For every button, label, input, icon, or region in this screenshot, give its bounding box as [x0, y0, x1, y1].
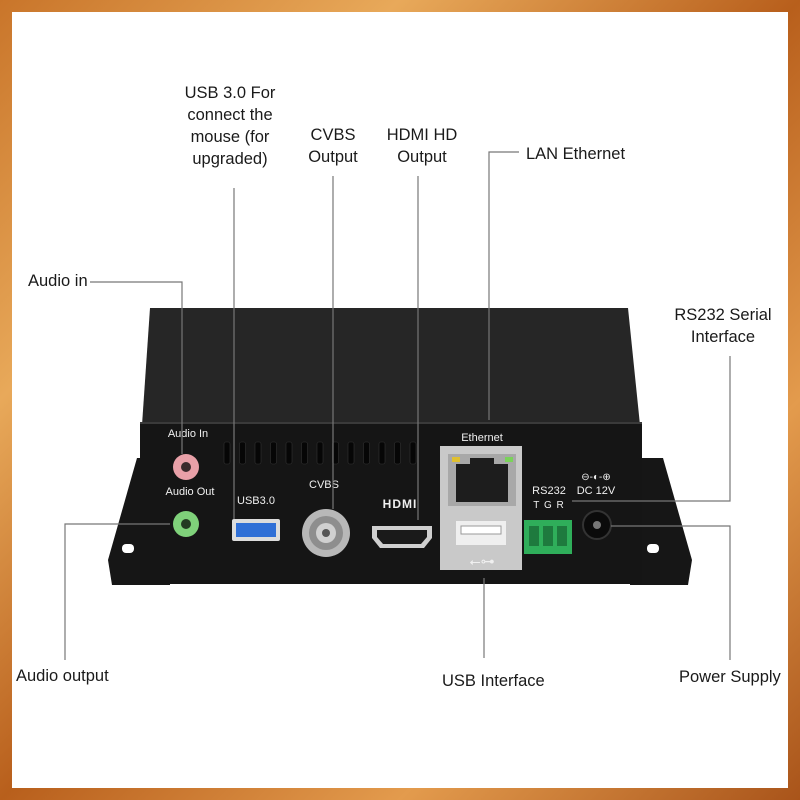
dc-label: DC 12V — [577, 485, 616, 497]
dc-polarity-icon: ⊖-◐-⊕ — [581, 472, 610, 483]
left-mounting-hole — [122, 544, 134, 553]
cvbs-callout: CVBS Output — [288, 124, 378, 168]
audio-output-callout: Audio output — [16, 667, 109, 685]
audio-in-callout: Audio in — [28, 272, 88, 290]
rs232-callout: RS232 Serial Interface — [668, 304, 778, 348]
power-supply-callout: Power Supply — [679, 668, 781, 686]
vent-slot — [239, 441, 246, 465]
usb3-label: USB3.0 — [237, 495, 275, 507]
usb3-callout-line: mouse (for — [190, 128, 270, 146]
vent-slot — [301, 441, 308, 465]
cvbs-callout-line: CVBS — [310, 126, 356, 144]
hdmi-callout: HDMI HD Output — [372, 124, 472, 168]
usb-interface-callout: USB Interface — [442, 672, 545, 690]
vent-slot — [409, 441, 417, 465]
ethernet-label: Ethernet — [461, 432, 503, 444]
cvbs-label: CVBS — [309, 479, 339, 491]
right-mounting-hole — [647, 544, 659, 553]
vent-slot — [347, 441, 355, 465]
usb3-callout-line: connect the — [187, 106, 273, 124]
tgr-label: T G R — [533, 500, 564, 511]
rs232-callout-line: RS232 Serial — [674, 306, 772, 324]
ventilation-slots — [223, 441, 417, 465]
ethernet-led-right — [505, 457, 513, 462]
usb3-callout-line: upgraded) — [192, 150, 268, 168]
audio-in-label: Audio In — [168, 428, 208, 440]
rs232-label: RS232 — [532, 485, 566, 497]
vent-slot — [285, 441, 293, 465]
ethernet-led-left — [452, 457, 460, 462]
vent-slot — [254, 441, 262, 465]
hdmi-callout-line: HDMI HD — [386, 126, 458, 144]
leader-lines — [64, 151, 731, 660]
hdmi-callout-line: Output — [397, 148, 447, 166]
device-top-lid — [142, 308, 640, 425]
vent-slot — [223, 441, 231, 465]
device-front-panel — [140, 422, 642, 584]
usb3-callout: USB 3.0 For connect the mouse (for upgra… — [160, 82, 300, 170]
usb-symbol-icon: ⭠⊶ — [469, 553, 494, 569]
usb3-callout-line: USB 3.0 For — [184, 84, 276, 102]
hdmi-logo: HDMI — [383, 497, 418, 511]
vent-slot — [363, 441, 370, 465]
vent-slot — [394, 441, 401, 465]
cvbs-callout-line: Output — [308, 148, 358, 166]
rs232-callout-line: Interface — [690, 328, 756, 346]
audio-out-label: Audio Out — [166, 486, 215, 498]
vent-slot — [270, 441, 277, 465]
vent-slot — [378, 441, 386, 465]
right-mounting-flange — [630, 458, 692, 585]
vent-slot — [316, 441, 324, 465]
lan-callout: LAN Ethernet — [526, 145, 626, 163]
